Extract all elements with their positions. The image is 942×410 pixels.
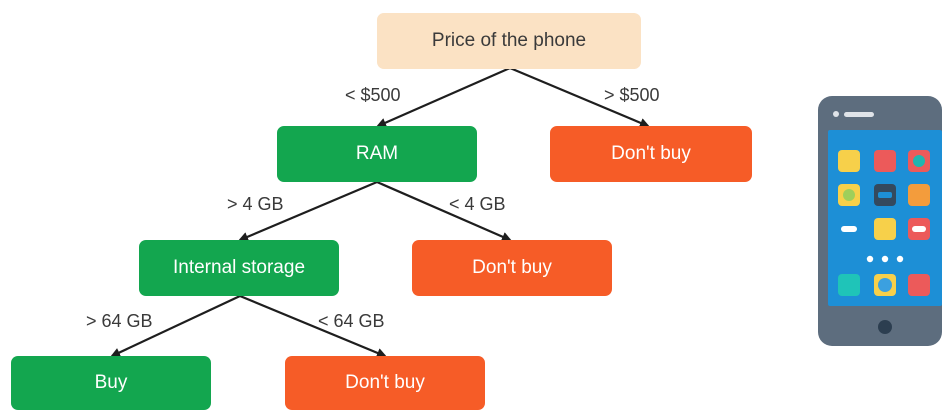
node-internal-storage: Internal storage bbox=[139, 240, 339, 296]
edge-label-less-4gb: < 4 GB bbox=[449, 194, 506, 214]
edge-label-less-64gb: < 64 GB bbox=[318, 311, 385, 331]
node-ram: RAM bbox=[277, 126, 477, 182]
edge-label-greater-4gb: > 4 GB bbox=[227, 194, 284, 214]
node-label: Don't buy bbox=[611, 143, 691, 164]
node-label: Don't buy bbox=[472, 257, 552, 278]
edge-ram-to-storage bbox=[238, 180, 378, 242]
node-dont-buy-ram: Don't buy bbox=[412, 240, 612, 296]
edge-storage-to-buy bbox=[110, 295, 241, 358]
node-label: Internal storage bbox=[172, 257, 306, 278]
node-label: RAM bbox=[355, 143, 399, 164]
node-label: Don't buy bbox=[345, 372, 425, 393]
edge-storage-to-dont-buy bbox=[239, 294, 387, 358]
edge-root-to-ram bbox=[376, 66, 511, 128]
edge-root-to-dont-buy bbox=[509, 66, 650, 128]
edge-label-greater-500: > $500 bbox=[604, 85, 660, 105]
edge-label-greater-64gb: > 64 GB bbox=[86, 311, 153, 331]
node-price-of-the-phone: Price of the phone bbox=[377, 13, 641, 69]
edge-label-less-500: < $500 bbox=[345, 85, 401, 105]
node-buy: Buy bbox=[11, 356, 211, 410]
node-label: Price of the phone bbox=[431, 30, 587, 51]
node-dont-buy-price: Don't buy bbox=[550, 126, 752, 182]
smartphone-icon bbox=[818, 96, 942, 351]
node-label: Buy bbox=[94, 372, 128, 393]
edge-ram-to-dont-buy bbox=[376, 180, 512, 242]
node-dont-buy-storage: Don't buy bbox=[285, 356, 485, 410]
